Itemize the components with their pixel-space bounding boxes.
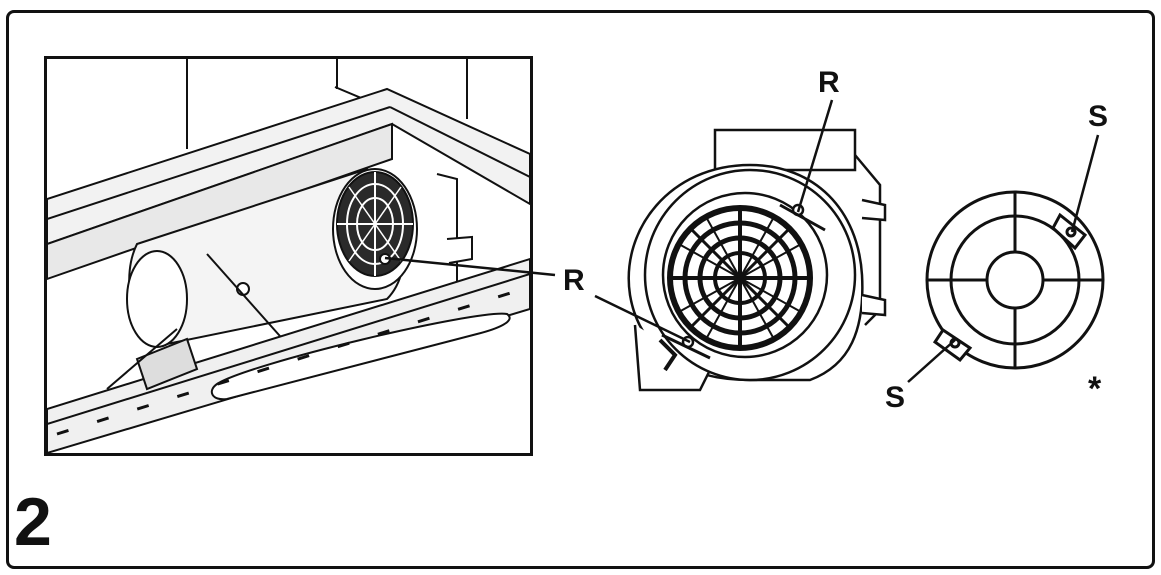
asterisk-mark: * [1088,370,1102,408]
filter-illustration [915,180,1115,380]
round-filter-icon [925,190,1105,370]
label-s-top: S [1088,100,1109,133]
callout-line-s-top [1070,134,1100,233]
step-number: 2 [14,484,52,560]
label-s-bottom: S [885,381,906,414]
callout-line-r-top [796,99,834,213]
callout-line-r-middle [594,294,691,344]
callout-line-r-inset [384,256,556,277]
blower-illustration [600,110,900,410]
inset-illustration [44,56,533,456]
label-r-top: R [818,66,840,99]
hood-motor-underside-icon [47,59,530,453]
figure-frame [6,10,1155,569]
label-r-middle: R [563,264,585,297]
callout-line-s-bottom [907,339,956,383]
blower-fan-icon [627,128,887,392]
